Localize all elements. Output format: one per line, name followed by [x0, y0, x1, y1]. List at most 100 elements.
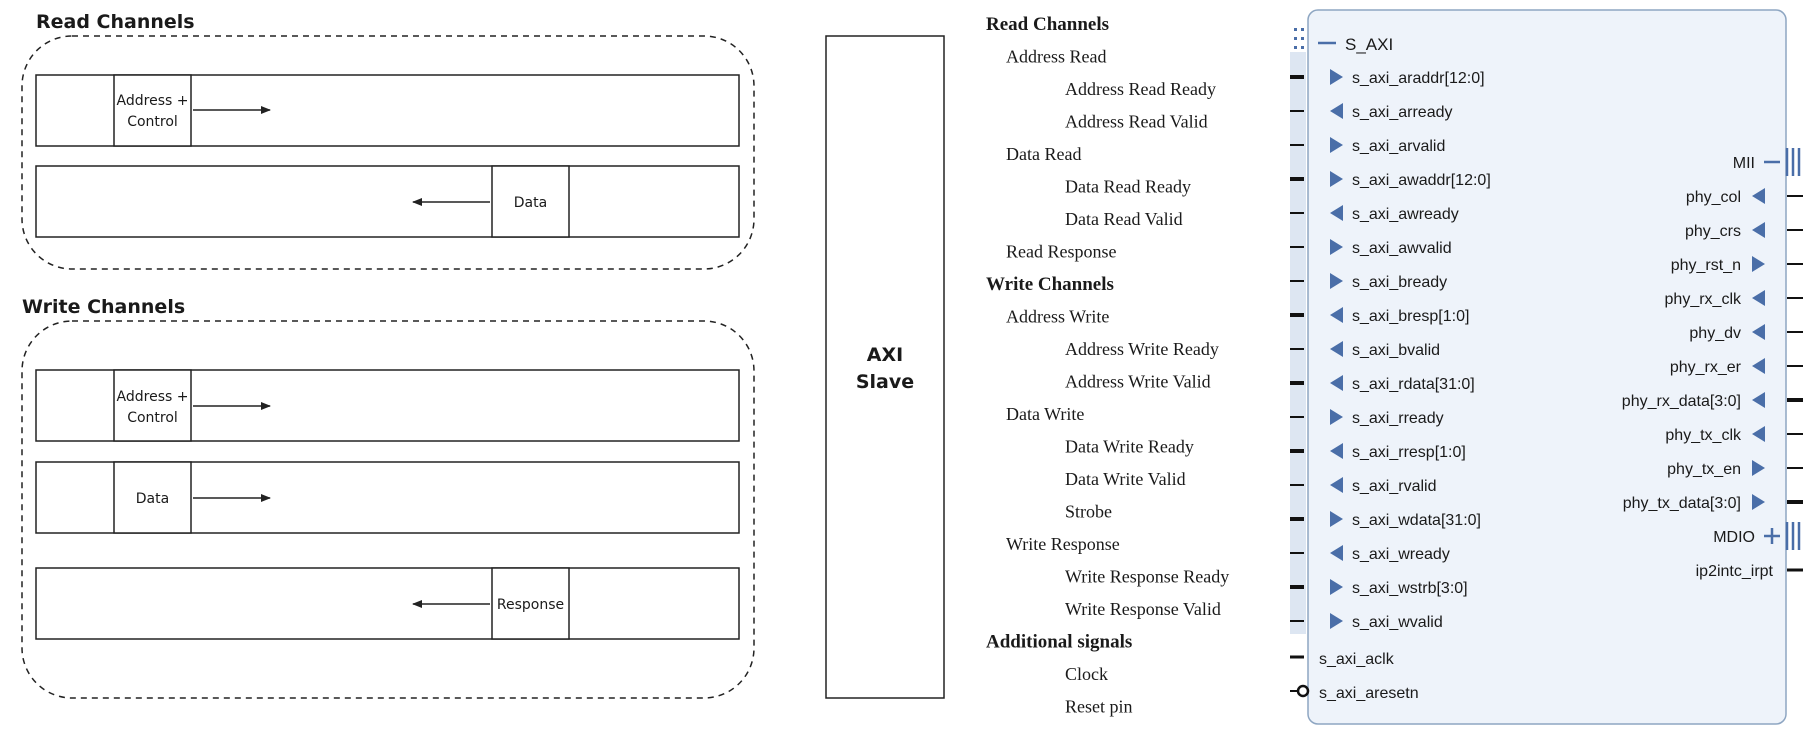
ip-right-port-2[interactable]: phy_crs [1685, 222, 1803, 240]
input-arrow-icon [1752, 222, 1765, 238]
output-arrow-icon [1330, 103, 1343, 119]
ip-left-port-13[interactable]: s_axi_wdata[31:0] [1290, 511, 1481, 529]
ip-right-port-label: phy_rx_data[3:0] [1622, 393, 1741, 410]
output-arrow-icon [1330, 307, 1343, 323]
write-response-label: Response [497, 597, 564, 613]
ip-right-port-label: phy_tx_data[3:0] [1623, 495, 1741, 512]
ip-right-port-0[interactable]: MII [1733, 148, 1801, 176]
ip-right-port-8[interactable]: phy_tx_clk [1665, 426, 1803, 444]
ip-right-port-12[interactable]: ip2intc_irpt [1696, 563, 1803, 580]
ip-left-port-10[interactable]: s_axi_rready [1290, 409, 1444, 427]
tree-item-4: Data Read [1006, 144, 1081, 164]
ip-right-port-4[interactable]: phy_rx_clk [1665, 290, 1803, 308]
ip-right-port-6[interactable]: phy_rx_er [1670, 358, 1803, 376]
tree-item-17: Write Response Ready [1065, 567, 1229, 587]
input-arrow-icon [1752, 188, 1765, 204]
bus-bars-icon [1785, 148, 1801, 176]
ip-right-port-label: phy_rx_er [1670, 359, 1742, 376]
input-arrow-icon [1330, 511, 1343, 527]
ip-right-port-label: phy_tx_en [1667, 461, 1741, 478]
ip-left-port-3[interactable]: s_axi_awaddr[12:0] [1290, 171, 1491, 189]
write-response-channel [35, 567, 740, 640]
write-data-packet [113, 461, 192, 534]
rst-invert-bubble-icon [1296, 684, 1310, 698]
ip-left-ports: s_axi_araddr[12:0] s_axi_arready s_axi_arv… [1290, 69, 1491, 631]
output-arrow-icon [1330, 443, 1343, 459]
output-arrow-icon [1330, 375, 1343, 391]
output-arrow-icon [1752, 494, 1765, 510]
tree-item-14: Data Write Valid [1065, 469, 1186, 489]
ip-left-port-label: s_axi_wready [1352, 546, 1450, 563]
ip-left-port-label: s_axi_bresp[1:0] [1352, 308, 1469, 325]
tree-item-5: Data Read Ready [1065, 177, 1191, 197]
write-address-packet [113, 369, 192, 442]
tree-item-1: Address Read [1006, 47, 1106, 67]
write-response-packet [491, 567, 570, 640]
input-arrow-icon [1330, 273, 1343, 289]
read-address-label-line2: Control [127, 114, 178, 130]
ip-left-port-0[interactable]: s_axi_araddr[12:0] [1290, 69, 1485, 87]
ip-right-port-11[interactable]: MDIO [1713, 522, 1801, 550]
ip-left-port-2[interactable]: s_axi_arvalid [1290, 137, 1445, 155]
input-arrow-icon [1752, 358, 1765, 374]
ip-right-port-9[interactable]: phy_tx_en [1667, 460, 1803, 478]
tree-item-6: Data Read Valid [1065, 209, 1183, 229]
input-arrow-icon [1752, 290, 1765, 306]
output-arrow-icon [1330, 477, 1343, 493]
ip-left-port-15[interactable]: s_axi_wstrb[3:0] [1290, 579, 1468, 597]
input-arrow-icon [1330, 69, 1343, 85]
ip-left-port-11[interactable]: s_axi_rresp[1:0] [1290, 443, 1466, 461]
ip-left-port-6[interactable]: s_axi_bready [1290, 273, 1447, 291]
ip-left-port-label: s_axi_araddr[12:0] [1352, 70, 1485, 87]
ip-left-port-5[interactable]: s_axi_awvalid [1290, 239, 1452, 257]
input-arrow-icon [1330, 239, 1343, 255]
ip-right-port-label: phy_crs [1685, 223, 1741, 240]
tree-item-21: Reset pin [1065, 697, 1133, 717]
ip-left-port-1[interactable]: s_axi_arready [1290, 103, 1453, 121]
write-channels-group [21, 320, 755, 699]
ip-left-strip [1290, 52, 1306, 634]
tree-item-18: Write Response Valid [1065, 599, 1221, 619]
ip-left-port-8[interactable]: s_axi_bvalid [1290, 341, 1440, 359]
tree-item-0: Read Channels [986, 14, 1109, 35]
input-arrow-icon [1330, 171, 1343, 187]
ip-right-port-7[interactable]: phy_rx_data[3:0] [1622, 392, 1803, 410]
ip-left-port-12[interactable]: s_axi_rvalid [1290, 477, 1436, 495]
read-channels-title: Read Channels [36, 11, 195, 33]
ip-left-port-16[interactable]: s_axi_wvalid [1290, 613, 1443, 631]
ip-left-port-label: s_axi_bready [1352, 274, 1447, 291]
ip-right-port-1[interactable]: phy_col [1686, 188, 1803, 206]
ip-left-port-label: s_axi_arvalid [1352, 138, 1445, 155]
ip-right-port-label: ip2intc_irpt [1696, 563, 1774, 580]
clk-port-label: s_axi_aclk [1319, 651, 1395, 668]
rst-port-label: s_axi_aresetn [1319, 685, 1419, 702]
ip-left-port-7[interactable]: s_axi_bresp[1:0] [1290, 307, 1469, 325]
write-channels-title: Write Channels [22, 296, 185, 318]
read-data-label: Data [514, 195, 547, 211]
tree-item-8: Write Channels [986, 274, 1114, 295]
ip-left-port-label: s_axi_rvalid [1352, 478, 1436, 495]
ip-left-port-14[interactable]: s_axi_wready [1290, 545, 1450, 563]
ip-left-port-4[interactable]: s_axi_awready [1290, 205, 1459, 223]
axi-slave-label-line2: Slave [856, 371, 914, 393]
input-arrow-icon [1330, 409, 1343, 425]
ip-left-port-label: s_axi_arready [1352, 104, 1453, 121]
output-arrow-icon [1752, 460, 1765, 476]
write-address-label-line1: Address + [117, 389, 189, 405]
tree-item-19: Additional signals [986, 632, 1132, 653]
ip-right-port-10[interactable]: phy_tx_data[3:0] [1623, 494, 1803, 512]
ip-right-port-3[interactable]: phy_rst_n [1671, 256, 1803, 274]
tree-item-10: Address Write Ready [1065, 339, 1219, 359]
tree-item-16: Write Response [1006, 534, 1120, 554]
input-arrow-icon [1330, 137, 1343, 153]
ip-right-port-5[interactable]: phy_dv [1689, 324, 1803, 342]
tree-item-11: Address Write Valid [1065, 372, 1211, 392]
ip-right-port-label: phy_rx_clk [1665, 291, 1742, 308]
bus-grip-icon [1294, 28, 1304, 49]
tree-item-12: Data Write [1006, 404, 1084, 424]
ip-right-ports: MII phy_col phy_crs phy_rst_n phy_rx_clk phy_… [1622, 148, 1803, 580]
ip-left-port-9[interactable]: s_axi_rdata[31:0] [1290, 375, 1475, 393]
ip-right-port-label: MDIO [1713, 529, 1755, 546]
ip-right-port-label: MII [1733, 155, 1755, 172]
